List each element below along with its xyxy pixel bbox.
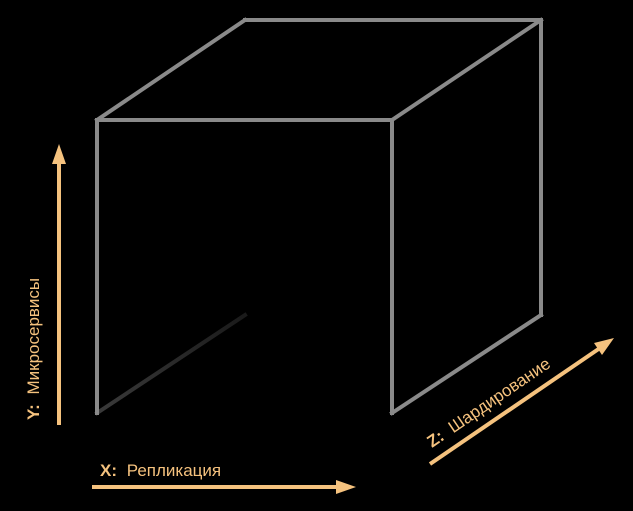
y-axis-arrow bbox=[52, 144, 66, 425]
x-axis-text: Репликация bbox=[127, 461, 221, 480]
z-axis-key: Z: bbox=[424, 427, 448, 452]
cube-visible-edges bbox=[94, 17, 544, 416]
x-axis-arrow bbox=[92, 480, 356, 494]
z-axis-arrowhead bbox=[594, 338, 614, 355]
cube-hidden-edges bbox=[94, 18, 543, 416]
y-axis-arrowhead bbox=[52, 144, 66, 164]
x-axis-arrowhead bbox=[336, 480, 356, 494]
cube-edge-top-left-depth bbox=[94, 17, 248, 123]
y-axis-key: Y: bbox=[24, 404, 43, 420]
x-axis-label: X: Репликация bbox=[100, 461, 221, 480]
z-axis-arrow bbox=[428, 338, 614, 466]
z-axis-label: Z: Шардирование bbox=[424, 354, 554, 451]
y-axis-label: Y: Микросервисы bbox=[24, 278, 43, 420]
y-axis-text: Микросервисы bbox=[24, 278, 43, 395]
cube-edge-bottom-left-depth bbox=[94, 312, 248, 416]
x-axis-key: X: bbox=[100, 461, 117, 480]
cube-edge-bottom-right-depth bbox=[389, 312, 544, 416]
cube-edge-top-right-depth bbox=[389, 17, 544, 123]
